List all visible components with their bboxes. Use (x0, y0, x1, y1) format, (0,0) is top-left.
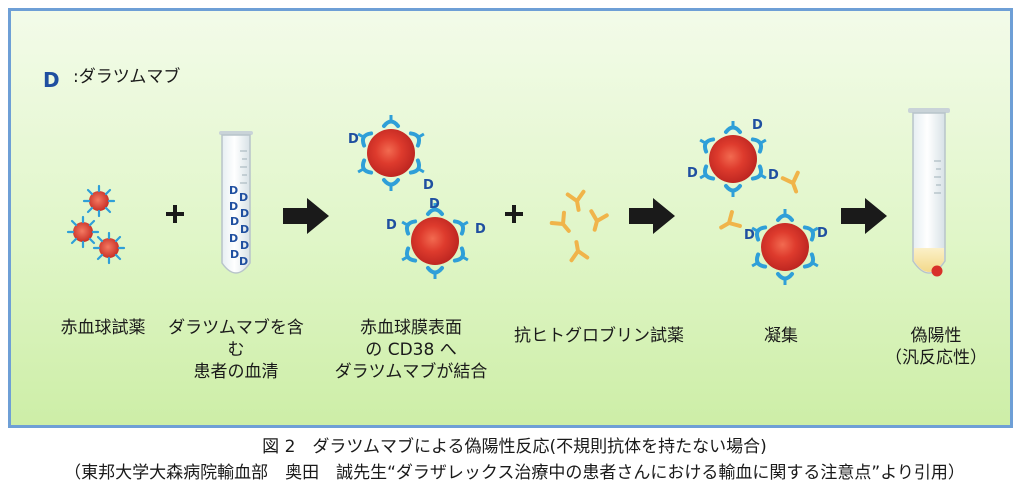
diagram-canvas: D (43, 68, 950, 287)
reagent-rbc-cluster (66, 184, 126, 265)
ahg-antibody-icon (780, 170, 806, 197)
daratumumab-icon: D (240, 223, 249, 236)
serum-tube (219, 131, 253, 274)
ahg-antibody-icon (549, 210, 577, 239)
stage-label-binding: 赤血球膜表面 の CD38 へ ダラツムマブが結合 (334, 318, 488, 382)
daratumumab-icon: D (752, 118, 763, 133)
daratumumab-icon: D (240, 207, 249, 220)
legend-label: :ダラツムマブ (73, 67, 181, 87)
ahg-cluster (549, 189, 609, 263)
daratumumab-icon: D (229, 184, 238, 197)
daratumumab-icon: D (386, 218, 397, 233)
daratumumab-icon: D (230, 215, 239, 228)
plus-icon (505, 205, 523, 223)
daratumumab-icon: D (239, 191, 248, 204)
rbc-small (66, 215, 100, 249)
daratumumab-icon: D (348, 132, 359, 147)
stage-label-false-positive: 偽陽性 （汎反応性） (885, 326, 987, 368)
daratumumab-icon: D (475, 222, 486, 237)
rbc-small (82, 184, 116, 218)
rbc-small (92, 231, 126, 265)
stage-label-agglutination: 凝集 (764, 326, 798, 346)
agglutinated-rbc: D D D (687, 118, 779, 199)
figure-caption: 図 2 ダラツムマブによる偽陽性反応(不規則抗体を持たない場合) (262, 437, 767, 457)
plus-icon (166, 205, 184, 223)
ahg-antibody-icon (715, 210, 742, 237)
arrow-right-icon (629, 198, 675, 234)
daratumumab-icon: D (768, 168, 779, 183)
daratumumab-icon: D (43, 68, 60, 92)
daratumumab-icon: D (687, 166, 698, 181)
daratumumab-icon: D (229, 232, 238, 245)
stage-label-ahg: 抗ヒトグロブリン試薬 (514, 326, 684, 346)
ahg-antibody-icon (566, 238, 590, 263)
bound-rbc: D D D (386, 197, 486, 281)
daratumumab-icon: D (229, 200, 238, 213)
svg-text:D: D (43, 68, 60, 92)
diagram-panel: D (8, 8, 1013, 428)
arrow-right-icon (841, 198, 887, 234)
result-tube (908, 108, 950, 277)
daratumumab-icon: D (230, 248, 239, 261)
daratumumab-icon: D (744, 228, 755, 243)
arrow-right-icon (283, 198, 329, 234)
figure-source: （東邦大学大森病院輸血部 奥田 誠先生“ダラザレックス治療中の患者さんにおける輸… (64, 463, 965, 483)
ahg-antibody-icon (584, 209, 609, 234)
daratumumab-icon: D (429, 197, 440, 212)
daratumumab-icon: D (239, 255, 248, 268)
stage-label-patient-serum: ダラツムマブを含む 患者の血清 (168, 318, 304, 382)
bound-rbc: D D (348, 113, 434, 193)
stage-label-reagent-rbc: 赤血球試薬 (60, 318, 146, 338)
daratumumab-icon: D (240, 239, 249, 252)
rbc-pellet (931, 265, 943, 277)
ahg-antibody-icon (565, 189, 589, 214)
daratumumab-icon: D (423, 178, 434, 193)
daratumumab-icon: D (817, 226, 828, 241)
daratumumab-cluster: D D D D D D D D D D (229, 184, 249, 268)
agglutinated-rbc: D D (744, 207, 828, 287)
